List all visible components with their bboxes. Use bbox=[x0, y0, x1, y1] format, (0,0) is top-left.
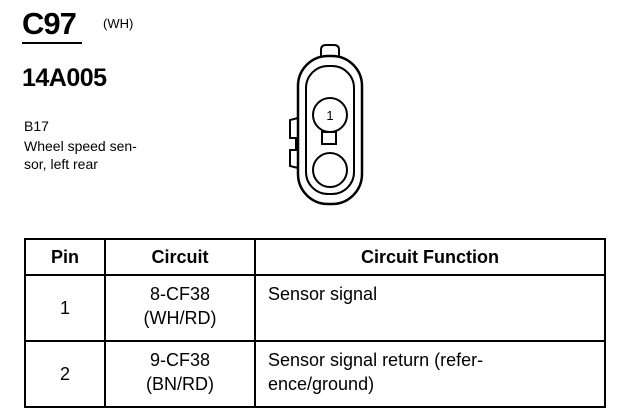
cell-function: Sensor signal bbox=[254, 274, 606, 342]
table-row: 2 9-CF38 (BN/RD) Sensor signal return (r… bbox=[24, 340, 606, 408]
connector-side-latch bbox=[289, 117, 299, 169]
table-row: 1 8-CF38 (WH/RD) Sensor signal bbox=[24, 274, 606, 342]
pin-1-label: 1 bbox=[326, 108, 333, 123]
header-circuit: Circuit bbox=[104, 238, 256, 276]
cell-circuit: 9-CF38 (BN/RD) bbox=[104, 340, 256, 408]
circuit-code: 9-CF38 bbox=[149, 350, 211, 370]
cell-function: Sensor signal return (refer- ence/ground… bbox=[254, 340, 606, 408]
circuit-code: 8-CF38 bbox=[149, 284, 211, 304]
connector-inner-shell bbox=[305, 65, 355, 195]
header-pin: Pin bbox=[24, 238, 106, 276]
color-code: (WH) bbox=[103, 16, 134, 31]
cell-pin: 1 bbox=[24, 274, 106, 342]
connector-face-diagram: 1 bbox=[289, 44, 364, 206]
header-function: Circuit Function bbox=[254, 238, 606, 276]
connector-top-tab bbox=[320, 44, 340, 56]
pin-table: Pin Circuit Circuit Function 1 8-CF38 (W… bbox=[24, 238, 606, 408]
component-description: Wheel speed sen- sor, left rear bbox=[24, 138, 137, 172]
cell-circuit: 8-CF38 (WH/RD) bbox=[104, 274, 256, 342]
circuit-color: (WH/RD) bbox=[143, 308, 217, 328]
pin-1-key bbox=[321, 131, 337, 145]
table-header-row: Pin Circuit Circuit Function bbox=[24, 238, 606, 276]
circuit-color: (BN/RD) bbox=[146, 374, 214, 394]
part-number: 14A005 bbox=[22, 64, 107, 92]
pin-2-cavity bbox=[312, 152, 348, 188]
connector-id: C97 bbox=[22, 6, 77, 41]
connector-id-underline bbox=[22, 42, 82, 44]
cell-pin: 2 bbox=[24, 340, 106, 408]
component-code: B17 bbox=[24, 118, 49, 134]
